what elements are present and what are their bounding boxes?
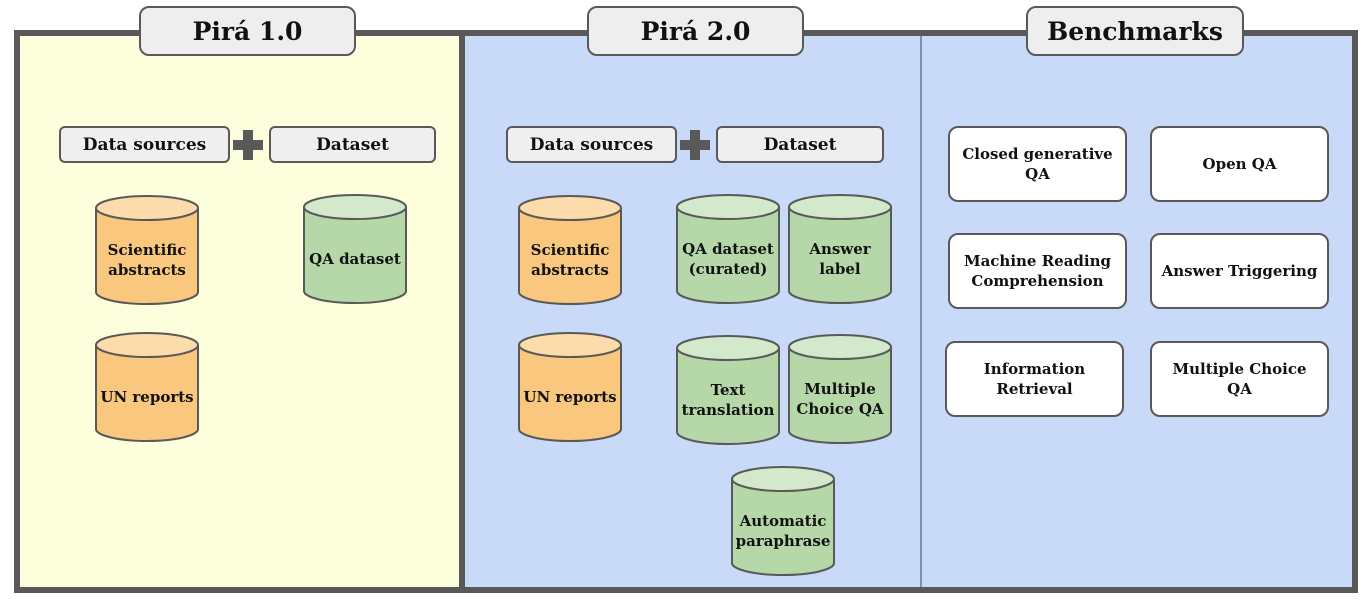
pira2-data-sources-label: Data sources [506, 126, 677, 163]
benchmark-information-retrieval: Information Retrieval [945, 341, 1124, 417]
pira1-dataset-qa: QA dataset [302, 193, 408, 305]
pira-1-panel [14, 30, 465, 593]
cylinder-label: Scientific abstracts [530, 241, 610, 279]
pira2-dataset-automatic-paraphrase: Automatic paraphrase [730, 465, 836, 577]
pira-2-title: Pirá 2.0 [587, 6, 804, 56]
cylinder-label: UN reports [100, 388, 194, 406]
benchmark-closed-generative-qa: Closed generative QA [948, 126, 1127, 202]
pira1-data-sources-label: Data sources [59, 126, 230, 163]
benchmarks-divider [920, 36, 922, 587]
pira1-source-un-reports: UN reports [94, 331, 200, 443]
benchmark-multiple-choice-qa: Multiple Choice QA [1150, 341, 1329, 417]
benchmark-open-qa: Open QA [1150, 126, 1329, 202]
cylinder-label: UN reports [523, 388, 617, 406]
pira2-source-un-reports: UN reports [517, 331, 623, 443]
cylinder-icon [731, 466, 835, 576]
pira2-dataset-label: Dataset [716, 126, 884, 163]
cylinder-icon [303, 194, 407, 304]
pira-1-title: Pirá 1.0 [139, 6, 356, 56]
cylinder-label: QA dataset (curated) [682, 240, 774, 278]
benchmarks-title: Benchmarks [1026, 6, 1244, 56]
cylinder-label: Automatic paraphrase [735, 512, 831, 550]
pira-2-panel [459, 30, 1358, 593]
cylinder-label: Answer label [809, 240, 871, 278]
pira2-source-scientific-abstracts: Scientific abstracts [517, 194, 623, 306]
cylinder-icon [95, 332, 199, 442]
pira2-dataset-multiple-choice-qa: Multiple Choice QA [787, 333, 893, 445]
cylinder-label: Multiple Choice QA [796, 380, 884, 418]
plus-icon [233, 130, 263, 160]
plus-icon [680, 130, 710, 160]
pira2-dataset-qa-curated: QA dataset (curated) [675, 193, 781, 305]
cylinder-label: Text translation [681, 381, 775, 419]
cylinder-label: QA dataset [309, 250, 401, 268]
cylinder-icon [676, 194, 780, 304]
cylinder-icon [676, 335, 780, 445]
benchmark-machine-reading-comprehension: Machine Reading Comprehension [948, 233, 1127, 309]
cylinder-icon [518, 195, 622, 305]
cylinder-icon [95, 195, 199, 305]
cylinder-icon [788, 194, 892, 304]
pira2-dataset-text-translation: Text translation [675, 334, 781, 446]
cylinder-label: Scientific abstracts [107, 241, 187, 279]
benchmark-answer-triggering: Answer Triggering [1150, 233, 1329, 309]
cylinder-icon [518, 332, 622, 442]
pira1-source-scientific-abstracts: Scientific abstracts [94, 194, 200, 306]
pira1-dataset-label: Dataset [269, 126, 436, 163]
pira2-dataset-answer-label: Answer label [787, 193, 893, 305]
cylinder-icon [788, 334, 892, 444]
